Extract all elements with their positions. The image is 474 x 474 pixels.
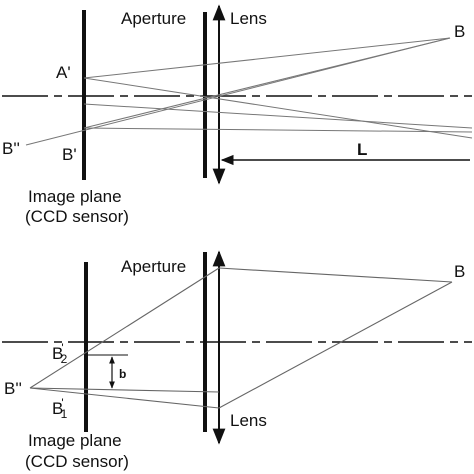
top-point-b-prime-label: B' (62, 145, 77, 164)
top-point-b-double-prime-label: B'' (2, 139, 20, 158)
top-point-a-prime-label: A' (56, 63, 71, 82)
bottom-point-b-label: B (454, 262, 465, 281)
bottom-aperture-label: Aperture (121, 257, 186, 276)
top-image-plane-sublabel: (CCD sensor) (25, 207, 129, 226)
top-ray (83, 103, 473, 129)
bottom-image-plane-label: Image plane (28, 431, 122, 450)
top-lens-label: Lens (230, 9, 267, 28)
top-aperture-label: Aperture (121, 9, 186, 28)
bottom-image-plane-sublabel: (CCD sensor) (25, 452, 129, 471)
bottom-ray (29, 267, 220, 389)
top-ray (83, 37, 451, 129)
top-ray (83, 127, 473, 133)
bottom-lens-label: Lens (230, 411, 267, 430)
top-light-rays (25, 37, 473, 146)
bottom-ray (218, 281, 453, 409)
bottom-ray (29, 387, 220, 393)
bottom-ray (218, 267, 453, 283)
top-ray (83, 77, 473, 139)
top-image-plane-label: Image plane (28, 187, 122, 206)
bottom-light-rays (29, 267, 453, 409)
bottom-point-b-double-prime-label: B'' (4, 379, 22, 398)
bottom-ray (29, 387, 220, 409)
top-point-b-label: B (454, 22, 465, 41)
bottom-offset-label: b (119, 367, 126, 381)
top-ray (83, 37, 451, 79)
bottom-point-b1-prime-label: B'1 (52, 396, 68, 421)
top-distance-label: L (357, 140, 367, 159)
top-panel: Aperture Lens B A' B'' B' L Image plane … (2, 4, 473, 226)
bottom-panel: Aperture B B'2 b B'' B'1 Lens Image plan… (2, 250, 472, 471)
bottom-point-b2-prime-label: B'2 (52, 341, 68, 366)
